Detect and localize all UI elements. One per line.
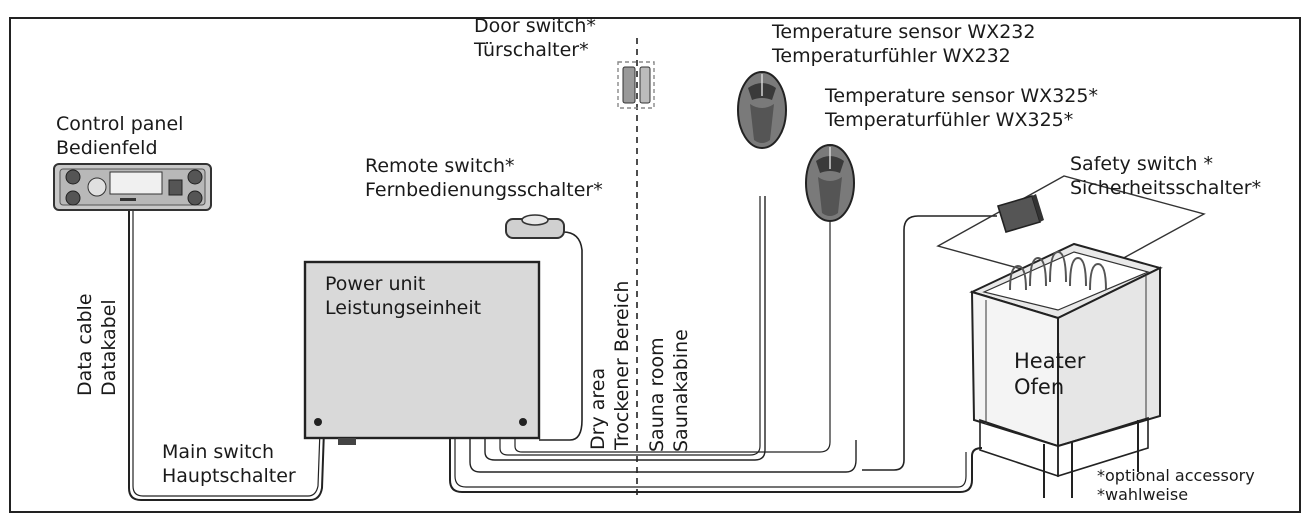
door-switch-device xyxy=(617,61,655,109)
remote-switch-cable xyxy=(539,231,583,441)
temp-sensor-wx325-device xyxy=(805,144,855,222)
footnote-label: *optional accessory *wahlweise xyxy=(1097,466,1255,504)
temp-sensor-wx325-label: Temperature sensor WX325* Temperaturfühl… xyxy=(825,85,1098,131)
power-unit-device xyxy=(303,260,541,445)
heater-device xyxy=(969,242,1163,498)
sauna-room-label: Sauna room Saunakabine xyxy=(646,329,692,452)
main-switch-label: Main switch Hauptschalter xyxy=(162,441,296,487)
control-panel-label: Control panel Bedienfeld xyxy=(56,113,184,159)
heater-label: Heater Ofen xyxy=(1014,349,1086,399)
control-panel-device xyxy=(53,163,212,211)
data-cable-label: Data cable Datakabel xyxy=(74,293,120,396)
remote-switch-label: Remote switch* Fernbedienungsschalter* xyxy=(365,155,603,201)
temp-sensor-wx232-device xyxy=(737,71,787,149)
dry-area-label: Dry area Trockener Bereich xyxy=(587,280,633,450)
diagram-frame xyxy=(9,17,1301,513)
data-cable xyxy=(128,210,325,501)
temp-sensor-wx232-label: Temperature sensor WX232 Temperaturfühle… xyxy=(772,21,1036,67)
safety-switch-label: Safety switch * Sicherheitsschalter* xyxy=(1070,153,1262,199)
safety-switch-cable xyxy=(862,215,997,471)
power-unit-label: Power unit Leistungseinheit xyxy=(325,273,482,319)
door-switch-label: Door switch* Türschalter* xyxy=(474,15,596,61)
remote-switch-device xyxy=(505,214,565,239)
power-unit-cables xyxy=(449,438,983,493)
